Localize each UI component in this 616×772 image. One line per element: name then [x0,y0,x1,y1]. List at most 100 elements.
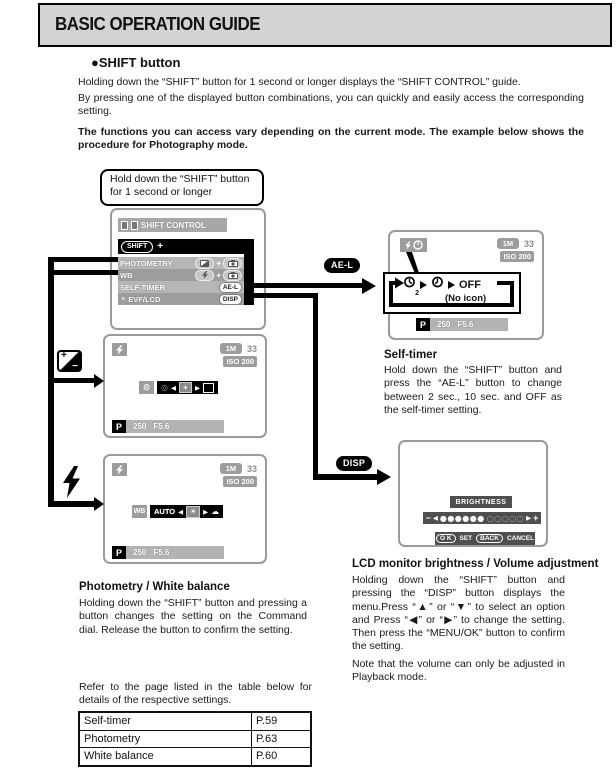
shutter-button-icon [223,269,242,281]
shift-callout: Hold down the “SHIFT” button for 1 secon… [100,169,264,206]
quality-frames-cluster: 1M 33 [496,238,534,249]
back-button-pill: BACK [476,534,503,543]
ael-arrow-line [250,283,362,288]
photometry-selector: ⊙ ◎ ◀ + ▶ [139,381,218,394]
shutter-button-icon [223,257,242,269]
set-label: SET [459,535,473,542]
quality-badge: 1M [219,463,242,474]
flash-icon [404,241,411,249]
no-icon-label: (No icon) [445,293,487,304]
wb-fine-sun-icon: ☀ [186,505,201,518]
right-triangle-icon: ▶ [203,507,209,516]
guide-book-icon [131,220,138,230]
flash-arrow-line [48,501,94,507]
aperture: F5.6 [457,320,474,329]
flash-button-icon [63,466,80,503]
frames-remaining: 33 [246,463,257,474]
selftimer-osd-screen: 1M 33 ISO 200 2 OFF (No icon) [383,230,544,340]
shift-key-pill: SHIFT [121,240,154,253]
plus-sign: + [216,270,221,280]
slider-empty-dots: ○○○○○ [486,513,525,523]
quality-badge: 1M [219,343,242,354]
shutter-speed: 250 [133,548,147,557]
off-label: OFF [459,279,481,291]
spot-photometry-icon: + [178,382,192,393]
ael-button-label: AE-L [324,258,361,273]
minus-label: − [425,513,431,523]
table-page-ref: P.60 [251,748,310,765]
flash-and-selftimer-status-icons [400,238,427,252]
program-mode-badge: P [112,420,126,433]
shift-control-screen: SHIFT CONTROL SHIFT + PHOTOMETRY + [110,208,266,330]
menu-row-photometry: PHOTOMETRY + [118,257,244,269]
table-row: Photometry P.63 [80,729,310,747]
lcd-brightness-paragraph-1: Holding down the “SHIFT” button and pres… [352,574,565,653]
ok-back-bar: O K SET BACK CANCEL [435,532,535,545]
photometry-osd-screen: 1M 33 ISO 200 ⊙ ◎ ◀ + ▶ P 250 F5.6 [103,334,267,438]
reference-note: Refer to the page listed in the table be… [79,681,312,707]
selftimer-heading: Self-timer [384,349,438,361]
slider-filled-dots: ●●●●●● [439,513,485,523]
photometry-wb-paragraph: Holding down the “SHIFT” button and pres… [79,597,307,636]
exposure-info-bar: P 250 F5.6 [416,318,508,331]
right-triangle-icon: ▶ [526,514,532,522]
brightness-sun-icon: ☀ [120,295,127,303]
right-arrow-icon [448,281,455,289]
multi-photometry-icon: ◎ [161,383,168,392]
program-mode-badge: P [416,318,430,331]
menu-row-evf-lcd: ☀ EVF/LCD DISP [118,293,244,305]
selftimer-10sec-icon [431,276,444,294]
flash-status-icon [112,463,127,476]
disp-branch-line-h [250,293,318,298]
selftimer-paragraph: Hold down the “SHIFT” button and press t… [384,364,562,416]
table-page-ref: P.63 [251,730,310,747]
exposure-info-bar: P 250 F5.6 [112,546,224,559]
callout-line1: Hold down the “SHIFT” button [110,173,250,185]
exposure-compensation-button-icon [195,257,215,269]
left-triangle-icon: ◀ [432,514,438,522]
aperture: F5.6 [153,548,170,557]
right-triangle-icon: ▶ [194,383,200,392]
shutter-speed: 250 [437,320,451,329]
table-setting-label: Photometry [84,732,141,745]
iso-badge: ISO 200 [500,251,534,262]
exposure-info-bar: P 250 F5.6 [112,420,224,433]
selftimer-cycle-callout: 2 OFF (No icon) [383,272,521,314]
shift-control-title: SHIFT CONTROL [141,220,206,230]
flash-status-icon [112,343,127,356]
average-photometry-icon [202,382,214,393]
table-setting-label: Self-timer [84,715,132,728]
white-balance-osd-screen: 1M 33 ISO 200 WB AUTO ◀ ☀ ▶ ☁ P 250 F5.6 [103,454,267,564]
lcd-brightness-heading: LCD monitor brightness / Volume adjustme… [352,558,599,570]
menu-label: PHOTOMETRY [120,258,173,268]
menu-label: WB [120,270,133,280]
flash-button-icon [195,269,215,281]
cycle-loop-arrow [389,277,514,307]
reference-table: Self-timer P.59 Photometry P.63 White ba… [78,711,312,767]
shift-control-titlebar: SHIFT CONTROL [118,218,227,232]
chapter-header: BASIC OPERATION GUIDE [38,3,612,47]
subscript-2: 2 [415,290,419,297]
frames-remaining: 33 [523,238,534,249]
photometry-mode-icon: ⊙ [139,381,154,394]
shutter-speed: 250 [133,422,147,431]
arrowhead-to-photometry-screen [94,373,104,388]
brightness-slider: − ◀ ●●●●●● ○○○○○ ▶ + [423,512,541,524]
selftimer-2sec-icon: 2 [403,276,419,297]
brightness-title-bar: BRIGHTNESS [450,496,512,508]
menu-label: SELF-TIMER [120,282,165,292]
wb-shade-cloud-icon: ☁ [211,507,220,516]
disp-branch-line-v [313,293,318,480]
disp-arrow-line [313,474,377,480]
table-setting-label: White balance [84,750,154,763]
ael-button-pill: AE-L [218,281,242,293]
guide-book-icon [121,220,128,230]
plus-sign: + [216,258,221,268]
selftimer-clock-icon [412,240,423,250]
left-triangle-icon: ◀ [170,383,176,392]
iso-badge: ISO 200 [223,476,257,487]
wb-auto-label: AUTO [154,507,176,516]
disp-button-label: DISP [336,456,373,471]
wb-branch-line [48,270,118,275]
